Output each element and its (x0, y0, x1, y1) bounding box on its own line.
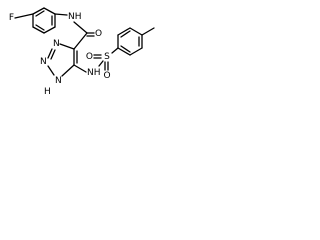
double-bond (50, 49, 56, 60)
triazole-n2-label: N (40, 57, 47, 67)
bond (43, 26, 56, 34)
fluorophenyl-ring (32, 7, 56, 34)
sulfonyl-oxygen-2-label: O (103, 71, 110, 81)
sulfonamide-nh-label: NH (87, 68, 101, 78)
double-bond (35, 24, 45, 31)
n-s-bond (98, 60, 104, 67)
s-c-bond (111, 47, 119, 54)
sulfur-label: S (104, 52, 110, 62)
triazole-h-label: H (44, 87, 51, 97)
ring-nh-bond (73, 64, 87, 73)
bond (73, 32, 88, 50)
double-bond (120, 45, 131, 53)
bond (117, 27, 131, 36)
molecule-structure: F NH O N N N H NH S O O (9, 7, 155, 97)
fluorine-label: F (9, 13, 14, 23)
bond (43, 7, 56, 15)
bond (129, 27, 143, 36)
bond (129, 47, 143, 56)
sulfonyl-oxygen-1-label: O (86, 52, 93, 62)
double-bond (120, 30, 131, 38)
bond (47, 48, 53, 59)
n-c-bond (73, 21, 88, 34)
bond (32, 7, 45, 15)
bond (117, 47, 131, 56)
ring-nh-bond (54, 13, 68, 16)
bond (59, 43, 75, 50)
tolyl-ring (117, 27, 143, 56)
methyl-bond (141, 27, 155, 36)
triazole-n3-label: N (55, 76, 62, 86)
triazole-n1-label: N (53, 39, 60, 49)
c-f-bond (14, 13, 34, 19)
bond (47, 65, 55, 76)
bond (32, 26, 45, 34)
triazole-ring (47, 32, 88, 77)
amide-nh-label: NH (68, 12, 82, 22)
amide-oxygen-label: O (95, 29, 102, 39)
double-bond (35, 10, 45, 17)
structure-canvas: F NH O N N N H NH S O O (0, 0, 172, 110)
bond (61, 64, 75, 77)
